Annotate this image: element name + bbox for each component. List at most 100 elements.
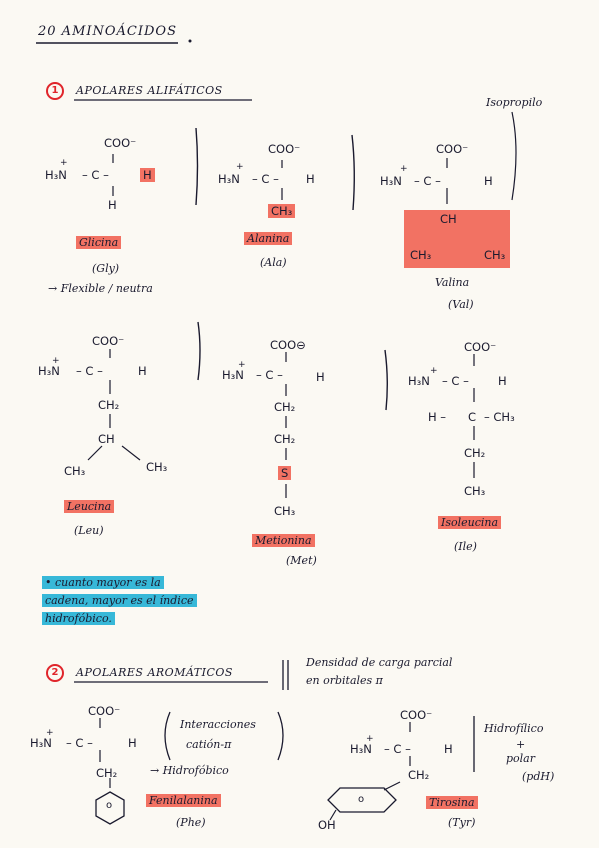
leucine-name: Leucina bbox=[64, 500, 115, 513]
methionine-abbr: (Met) bbox=[286, 554, 317, 567]
val-h3n: H₃N bbox=[380, 174, 402, 188]
val-ch: CH bbox=[440, 212, 457, 226]
ile-h-left: H – bbox=[428, 410, 447, 424]
met-h: H bbox=[316, 370, 325, 384]
tyr-note-polar: polar bbox=[506, 752, 535, 765]
page-title: 20 AMINOÁCIDOS bbox=[38, 24, 177, 39]
val-side-chain-highlight bbox=[404, 210, 510, 268]
met-ch3: CH₃ bbox=[274, 504, 296, 518]
glycine-abbr: (Gly) bbox=[92, 262, 120, 275]
ala-plus: + bbox=[236, 162, 244, 172]
blue-note-line-3: hidrofóbico. bbox=[42, 612, 115, 625]
leu-h3n: H₃N bbox=[38, 364, 60, 378]
ile-h3n: H₃N bbox=[408, 374, 430, 388]
leucine-abbr: (Leu) bbox=[74, 524, 104, 537]
val-plus: + bbox=[400, 164, 408, 174]
phe-ring-center: o bbox=[106, 800, 113, 811]
phe-ch2: CH₂ bbox=[96, 766, 118, 780]
isoleucine-name: Isoleucina bbox=[438, 516, 502, 529]
ala-backbone-c: – C – bbox=[252, 172, 279, 186]
phenylalanine-name: Fenilalanina bbox=[146, 794, 221, 807]
met-coo: COO⊖ bbox=[270, 338, 306, 352]
val-backbone-c: – C – bbox=[414, 174, 441, 188]
section-1-number: 1 bbox=[46, 82, 64, 100]
glycine-name: Glicina bbox=[76, 236, 122, 249]
phenylalanine-abbr: (Phe) bbox=[176, 816, 206, 829]
leu-h: H bbox=[138, 364, 147, 378]
ile-c: C bbox=[468, 410, 477, 424]
gly-h3n: H₃N bbox=[45, 168, 67, 182]
density-note-line-1: Densidad de carga parcial bbox=[306, 656, 453, 669]
ile-ch3: CH₃ bbox=[464, 484, 486, 498]
leu-backbone-c: – C – bbox=[76, 364, 103, 378]
gly-coo: COO⁻ bbox=[104, 136, 137, 150]
met-ch2-1: CH₂ bbox=[274, 400, 296, 414]
valine-abbr: (Val) bbox=[448, 298, 474, 311]
valine-name: Valina bbox=[435, 276, 470, 289]
leu-ch3-right: CH₃ bbox=[146, 460, 168, 474]
tyr-ring-center: o bbox=[358, 794, 365, 805]
met-ch2-2: CH₂ bbox=[274, 432, 296, 446]
tyr-plus: + bbox=[366, 734, 374, 744]
val-h: H bbox=[484, 174, 493, 188]
density-note-line-2: en orbitales π bbox=[306, 674, 383, 687]
ile-backbone-c: – C – bbox=[442, 374, 469, 388]
leu-plus: + bbox=[52, 356, 60, 366]
phe-backbone-c: – C – bbox=[66, 736, 93, 750]
isoleucine-abbr: (Ile) bbox=[454, 540, 477, 553]
tyrosine-abbr: (Tyr) bbox=[448, 816, 476, 829]
tyr-ch2: CH₂ bbox=[408, 768, 430, 782]
tyr-note-pdh: (pdH) bbox=[522, 770, 555, 783]
tyr-note-plus: + bbox=[516, 738, 526, 751]
ala-h3n: H₃N bbox=[218, 172, 240, 186]
leu-ch2: CH₂ bbox=[98, 398, 120, 412]
methionine-name: Metionina bbox=[252, 534, 315, 547]
phe-plus: + bbox=[46, 728, 54, 738]
tyr-oh: OH bbox=[318, 818, 336, 832]
isopropyl-label: Isopropilo bbox=[486, 96, 543, 109]
gly-side-chain-h: H bbox=[140, 168, 155, 182]
alanine-abbr: (Ala) bbox=[260, 256, 287, 269]
gly-h: H bbox=[108, 198, 117, 212]
ile-ch3-right: – CH₃ bbox=[484, 410, 515, 424]
tyr-h3n: H₃N bbox=[350, 742, 372, 756]
section-1-heading: APOLARES ALIFÁTICOS bbox=[76, 84, 223, 97]
phe-note-line-2: catión-π bbox=[186, 738, 232, 751]
val-ch3-left: CH₃ bbox=[410, 248, 432, 262]
met-h3n: H₃N bbox=[222, 368, 244, 382]
glycine-note: → Flexible / neutra bbox=[48, 282, 153, 295]
tyr-backbone-c: – C – bbox=[384, 742, 411, 756]
blue-note-line-1: • cuanto mayor es la bbox=[42, 576, 164, 589]
tyr-h: H bbox=[444, 742, 453, 756]
phe-coo: COO⁻ bbox=[88, 704, 121, 718]
met-plus: + bbox=[238, 360, 246, 370]
phe-h: H bbox=[128, 736, 137, 750]
met-backbone-c: – C – bbox=[256, 368, 283, 382]
tyr-coo: COO⁻ bbox=[400, 708, 433, 722]
phe-hydrophobic-note: → Hidrofóbico bbox=[150, 764, 229, 777]
met-sulfur: S bbox=[278, 466, 292, 480]
tyrosine-name: Tirosina bbox=[426, 796, 478, 809]
gly-plus: + bbox=[60, 158, 68, 168]
phe-note-line-1: Interacciones bbox=[180, 718, 256, 731]
ile-h: H bbox=[498, 374, 507, 388]
val-coo: COO⁻ bbox=[436, 142, 469, 156]
ala-side-chain-ch3: CH₃ bbox=[268, 204, 296, 218]
leu-ch: CH bbox=[98, 432, 115, 446]
leu-coo: COO⁻ bbox=[92, 334, 125, 348]
tyr-note-hydrophilic: Hidrofílico bbox=[484, 722, 544, 735]
ile-coo: COO⁻ bbox=[464, 340, 497, 354]
gly-backbone-c: – C – bbox=[82, 168, 109, 182]
ala-h: H bbox=[306, 172, 315, 186]
ile-ch2: CH₂ bbox=[464, 446, 486, 460]
ala-coo: COO⁻ bbox=[268, 142, 301, 156]
ile-plus: + bbox=[430, 366, 438, 376]
section-2-number: 2 bbox=[46, 664, 64, 682]
alanine-name: Alanina bbox=[244, 232, 293, 245]
phe-h3n: H₃N bbox=[30, 736, 52, 750]
section-2-heading: APOLARES AROMÁTICOS bbox=[76, 666, 233, 679]
val-ch3-right: CH₃ bbox=[484, 248, 506, 262]
leu-ch3-left: CH₃ bbox=[64, 464, 86, 478]
blue-note-line-2: cadena, mayor es el índice bbox=[42, 594, 197, 607]
